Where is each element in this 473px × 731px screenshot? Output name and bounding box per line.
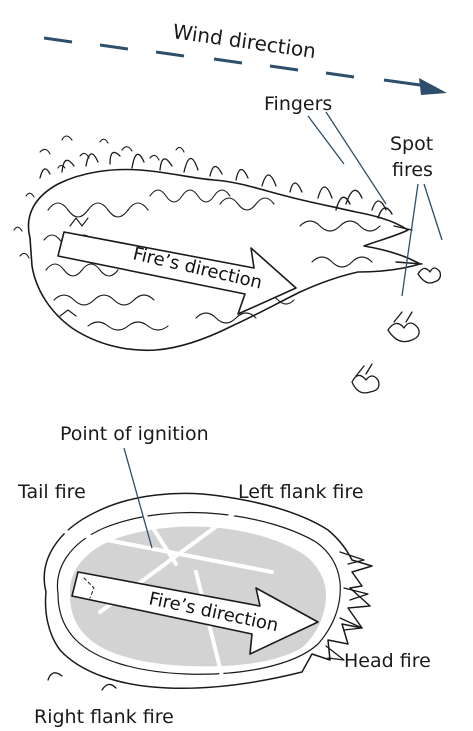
wind-arrow-head-icon: [419, 78, 447, 95]
tail-fire-label: Tail fire: [17, 481, 86, 503]
left-flank-fire-label: Left flank fire: [238, 481, 364, 503]
head-fire-label: Head fire: [344, 650, 431, 672]
right-flank-fire-label: Right flank fire: [34, 706, 174, 728]
fingers-tips: [336, 197, 422, 264]
fire-shape: Fire’s direction: [44, 493, 372, 690]
spot-fire-1: [418, 268, 440, 283]
spot-fire-3: [352, 375, 379, 392]
spot-fires-label-line1: Spot: [390, 133, 433, 155]
fire-direction-label-top: Fire’s direction: [131, 243, 264, 293]
fire-spread-illustration: Fire’s direction: [14, 136, 422, 350]
point-of-ignition-label: Point of ignition: [60, 423, 209, 445]
flames-top: [40, 152, 386, 210]
spot-fires: [352, 268, 440, 393]
wind-indicator: Wind direction: [44, 19, 447, 95]
spot-fires-label-line2: fires: [392, 159, 433, 181]
wind-direction-label: Wind direction: [171, 19, 317, 63]
fingers-label: Fingers: [264, 93, 332, 115]
spot-fire-2: [388, 323, 419, 342]
